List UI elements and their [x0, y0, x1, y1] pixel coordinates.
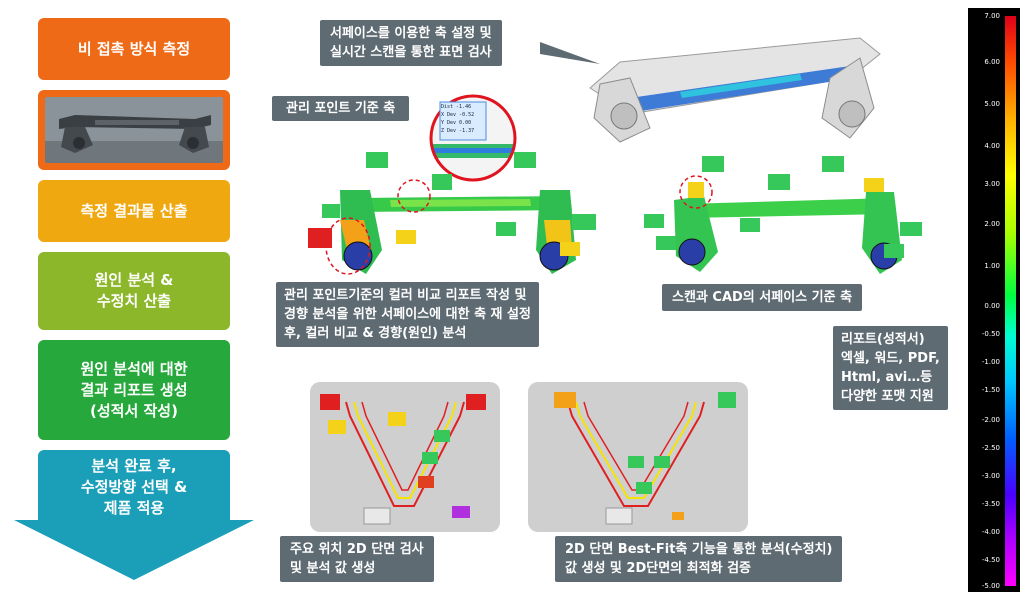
callout-surface-inspection: 서페이스를 이용한 축 설정 및 실시간 스캔을 통한 표면 검사 — [320, 20, 502, 66]
step-apply-product: 분석 완료 후, 수정방향 선택 & 제품 적용 — [38, 450, 230, 520]
step-noncontact-measure: 비 접촉 방식 측정 — [38, 18, 230, 80]
callout-line1: 관리 포인트기준의 컬러 비교 리포트 작성 및 — [284, 288, 527, 303]
step-label: 비 접촉 방식 측정 — [77, 39, 191, 58]
scale-tick: -0.50 — [981, 330, 1000, 338]
scale-tick: 6.00 — [984, 58, 1000, 66]
callout-scan-cad-axis: 스캔과 CAD의 서페이스 기준 축 — [662, 284, 863, 311]
step-cause-analysis: 원인 분석 & 수정치 산출 — [38, 252, 230, 330]
scale-tick: 1.00 — [984, 262, 1000, 270]
step-part-photo — [38, 90, 230, 170]
scale-tick: -4.50 — [981, 556, 1000, 564]
step-label-line1: 분석 완료 후, — [91, 456, 177, 475]
down-arrow-shape — [14, 520, 254, 580]
axle-photo — [45, 97, 223, 163]
scale-tick: 5.00 — [984, 100, 1000, 108]
color-map-axle-reference — [308, 152, 596, 275]
callout-line1: 서페이스를 이용한 축 설정 및 — [330, 26, 492, 41]
readout-y: Y Dev 0.00 — [441, 120, 472, 126]
callout-color-comparison-report: 관리 포인트기준의 컬러 비교 리포트 작성 및 경향 분석을 위한 서페이스에… — [276, 282, 539, 347]
callout-line1: 주요 위치 2D 단면 검사 — [290, 542, 424, 557]
scale-tick: -3.00 — [981, 472, 1000, 480]
scale-tick: -4.00 — [981, 528, 1000, 536]
readout-x: X Dev -0.52 — [441, 112, 475, 118]
section-panel-bestfit — [528, 382, 748, 532]
callout-line1: 리포트(성적서) — [841, 332, 925, 347]
step-label-line1: 원인 분석에 대한 — [80, 359, 188, 378]
step-report-generation: 원인 분석에 대한 결과 리포트 생성 (성적서 작성) — [38, 340, 230, 440]
scale-tick: -2.50 — [981, 444, 1000, 452]
scale-gradient — [1005, 16, 1016, 586]
callout-line4: 다양한 포맷 지원 — [841, 389, 934, 404]
scale-tick: -3.50 — [981, 500, 1000, 508]
readout-dist: Dist -1.46 — [441, 104, 472, 110]
step-label-line2: 수정방향 선택 & — [80, 477, 188, 496]
callout-text: 관리 포인트 기준 축 — [286, 101, 396, 116]
callout-line3: Html, avi…등 — [841, 370, 933, 385]
color-deviation-scale: 7.00 6.00 5.00 4.00 3.00 2.00 1.00 0.00 … — [968, 8, 1020, 592]
scale-tick: 0.00 — [984, 302, 1000, 310]
step-label-line2: 수정치 산출 — [96, 292, 172, 310]
scale-tick: 3.00 — [984, 180, 1000, 188]
callout-line2: 값 생성 및 2D단면의 최적화 검증 — [565, 561, 751, 576]
callout-line2: 경향 분석을 위한 서페이스에 대한 축 재 설정 — [284, 307, 531, 322]
zoom-readout: Dist -1.46 X Dev -0.52 Y Dev 0.00 Z Dev … — [441, 103, 474, 135]
step-label-line2: 결과 리포트 생성 — [80, 380, 188, 399]
scale-tick: -2.00 — [981, 416, 1000, 424]
readout-z: Z Dev -1.37 — [441, 128, 475, 134]
callout-line2: 엑셀, 워드, PDF, — [841, 351, 940, 366]
callout-pointer — [540, 42, 600, 64]
callout-report-formats: 리포트(성적서) 엑셀, 워드, PDF, Html, avi…등 다양한 포맷… — [833, 326, 948, 410]
callout-2d-section: 주요 위치 2D 단면 검사 및 분석 값 생성 — [280, 536, 434, 582]
callout-reference-axis: 관리 포인트 기준 축 — [272, 96, 410, 121]
scale-tick: 7.00 — [984, 12, 1000, 20]
step-label-line3: (성적서 작성) — [90, 401, 178, 420]
scale-tick: 4.00 — [984, 142, 1000, 150]
step-label-line1: 원인 분석 & — [94, 271, 174, 289]
callout-line3: 후, 컬러 비교 & 경향(원인) 분석 — [284, 326, 467, 341]
scale-tick: -1.50 — [981, 386, 1000, 394]
step-result-output: 측정 결과물 산출 — [38, 180, 230, 242]
callout-bestfit: 2D 단면 Best-Fit축 기능을 통한 분석(수정치) 값 생성 및 2D… — [555, 536, 843, 582]
scale-tick: 2.00 — [984, 220, 1000, 228]
scale-tick: -5.00 — [981, 582, 1000, 590]
color-map-axle-cad — [644, 156, 922, 274]
callout-line2: 실시간 스캔을 통한 표면 검사 — [330, 45, 492, 60]
scanned-axle-surface-model — [589, 37, 881, 143]
step-label: 측정 결과물 산출 — [80, 201, 188, 220]
callout-text: 스캔과 CAD의 서페이스 기준 축 — [672, 290, 853, 305]
section-panel-2d — [310, 382, 500, 532]
zoom-detail-circle — [429, 94, 517, 182]
scale-tick: -1.00 — [981, 358, 1000, 366]
callout-line1: 2D 단면 Best-Fit축 기능을 통한 분석(수정치) — [565, 542, 833, 557]
callout-line2: 및 분석 값 생성 — [290, 561, 376, 576]
step-label-line3: 제품 적용 — [103, 498, 165, 517]
